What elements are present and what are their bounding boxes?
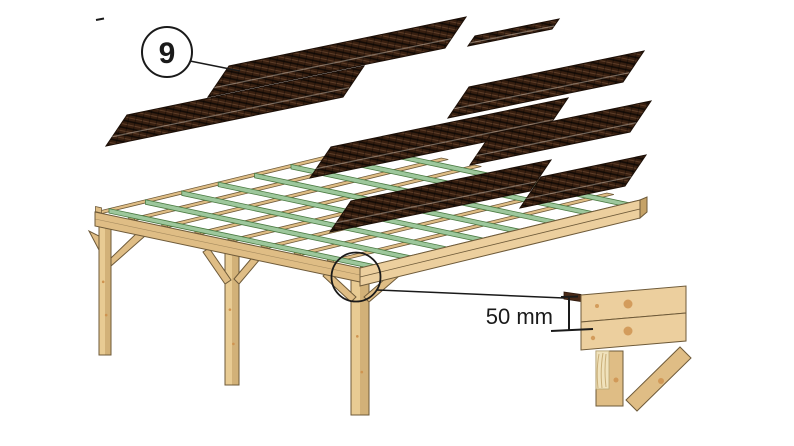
detail-view [563, 285, 692, 412]
roof-sheet [206, 16, 468, 98]
detail-leader-line [376, 289, 565, 299]
corner-brace [87, 229, 100, 251]
wood-knot [590, 335, 596, 341]
part-number-label: 9 [159, 37, 176, 70]
dimension-tick-top [560, 295, 579, 298]
roof-panels-group [104, 16, 653, 233]
post-face-light [351, 272, 360, 415]
dimension-label: 50 mm [486, 304, 553, 329]
sheet-overlap-highlight [454, 72, 630, 110]
roof-sheet [518, 154, 648, 209]
post-face-shade [105, 222, 111, 355]
wood-knot [360, 370, 364, 374]
callout-leader-line [189, 60, 241, 72]
wood-knot [623, 299, 633, 309]
wood-knot [232, 342, 235, 346]
detail-diagonal-brace [625, 346, 692, 412]
sheet-overlap-highlight [316, 119, 554, 170]
sheet-overlap-highlight [476, 122, 637, 157]
sheet-overlap-highlight [526, 176, 632, 200]
roof-sheet [466, 18, 561, 47]
roof-sheet [308, 97, 570, 179]
roof-sheet [328, 159, 553, 233]
roof-sheet [468, 100, 653, 166]
wood-knot [623, 326, 633, 336]
fascia-board-line [94, 218, 361, 276]
roof-sheet [104, 65, 366, 147]
annotations: 9 50 mm [95, 17, 594, 332]
roof-sheet [446, 50, 646, 119]
page-corner-mark [95, 17, 105, 21]
post-face-shade [232, 248, 239, 385]
detail-zoom-circle [330, 251, 382, 303]
fascia-board-divider [359, 208, 641, 278]
wood-knot [228, 308, 232, 311]
corner-brace [110, 230, 146, 268]
sheet-overlap-highlight [112, 87, 350, 138]
sheet-overlap-highlight [469, 25, 555, 44]
part-callout-balloon [141, 26, 193, 78]
end-grain-lines [596, 352, 607, 389]
detail-fascia-board-bottom [580, 312, 687, 351]
post-face-light [99, 222, 105, 355]
wood-knot [356, 335, 359, 338]
post-face-light [225, 248, 232, 385]
wood-knot [658, 378, 664, 384]
fascia-end-cap [639, 196, 648, 220]
wood-knot [595, 304, 599, 308]
dimension-tick-bottom [550, 328, 594, 332]
wood-knot [613, 377, 619, 383]
wood-knot [104, 313, 108, 317]
sheet-overlap-highlight [214, 38, 452, 89]
wood-knot [101, 280, 105, 284]
post-face-shade [360, 272, 369, 415]
sheet-overlap-highlight [336, 181, 537, 224]
